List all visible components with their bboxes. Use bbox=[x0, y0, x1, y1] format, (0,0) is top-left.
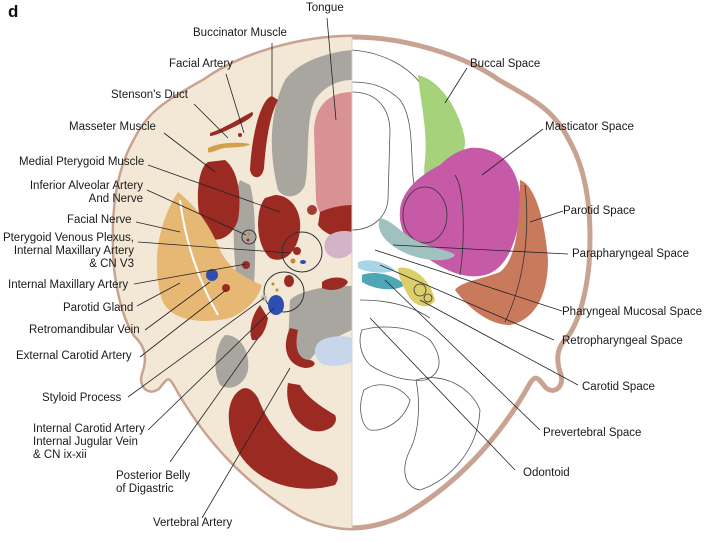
panel-letter: d bbox=[8, 2, 19, 21]
label-line: Inferior Alveolar Artery bbox=[29, 180, 143, 192]
label-styloid-process: Styloid Process bbox=[42, 392, 122, 404]
carotid-space-shape bbox=[398, 267, 435, 307]
label-pterygoid-venous-plexus: Pterygoid Venous Plexus, Internal Maxill… bbox=[3, 232, 134, 271]
label-odontoid: Odontoid bbox=[523, 467, 570, 479]
label-carotid-space: Carotid Space bbox=[582, 381, 655, 393]
label-parotid-space: Parotid Space bbox=[563, 205, 636, 217]
label-inferior-alveolar: Inferior Alveolar Artery And Nerve bbox=[30, 180, 143, 206]
label-line: Internal Carotid Artery bbox=[33, 423, 145, 435]
label-stensons-duct: Stenson's Duct bbox=[111, 89, 188, 101]
label-parotid-gland: Parotid Gland bbox=[63, 302, 134, 314]
stensons-shape bbox=[210, 112, 254, 136]
label-masticator-space: Masticator Space bbox=[545, 121, 634, 133]
label-retromandibular-vein: Retromandibular Vein bbox=[29, 324, 140, 336]
left-anatomy bbox=[114, 37, 352, 528]
label-prevertebral-space: Prevertebral Space bbox=[543, 427, 642, 439]
label-internal-carotid: Internal Carotid Artery Internal Jugular… bbox=[33, 423, 145, 462]
label-vertebral-artery: Vertebral Artery bbox=[153, 517, 233, 529]
label-line: Internal Maxillary Artery bbox=[13, 245, 134, 257]
label-line: Pterygoid Venous Plexus, bbox=[2, 232, 134, 244]
label-line: Posterior Belly bbox=[116, 470, 191, 482]
label-line: & CN V3 bbox=[89, 258, 134, 270]
buccinator-shape bbox=[250, 96, 278, 178]
label-facial-artery: Facial Artery bbox=[169, 58, 233, 70]
retropharyngeal-shape bbox=[362, 273, 405, 290]
label-line: And Nerve bbox=[88, 193, 143, 205]
label-line: & CN ix-xii bbox=[33, 449, 87, 461]
retromandibular-vein-shape bbox=[206, 269, 218, 281]
bone-shape bbox=[271, 50, 352, 197]
label-retropharyngeal-space: Retropharyngeal Space bbox=[562, 335, 683, 347]
label-facial-nerve: Facial Nerve bbox=[67, 214, 132, 226]
masticator-space-shape bbox=[399, 147, 521, 277]
label-tongue: Tongue bbox=[306, 2, 344, 14]
parapharyngeal-space-shape bbox=[378, 218, 455, 261]
masseter-shape bbox=[197, 160, 240, 240]
label-line: of Digastric bbox=[116, 483, 174, 495]
label-medial-pterygoid-muscle: Medial Pterygoid Muscle bbox=[19, 156, 145, 168]
parotid-space-shape bbox=[455, 180, 548, 325]
label-posterior-belly-digastric: Posterior Belly of Digastric bbox=[116, 470, 190, 496]
label-line: Internal Jugular Vein bbox=[33, 436, 138, 448]
vertebral-artery-shape bbox=[285, 328, 315, 368]
label-buccal-space: Buccal Space bbox=[470, 58, 541, 70]
label-parapharyngeal-space: Parapharyngeal Space bbox=[572, 248, 689, 260]
tongue-shape bbox=[314, 92, 352, 230]
pharyngeal-mucosal-shape bbox=[358, 260, 395, 273]
medial-pterygoid-shape bbox=[258, 195, 301, 260]
label-internal-maxillary-artery: Internal Maxillary Artery bbox=[8, 279, 129, 291]
label-pharyngeal-mucosal-space: Pharyngeal Mucosal Space bbox=[562, 306, 702, 318]
right-spaces bbox=[352, 49, 548, 491]
label-buccinator-muscle: Buccinator Muscle bbox=[193, 27, 287, 39]
label-external-carotid-artery: External Carotid Artery bbox=[16, 350, 132, 362]
duct-shape bbox=[208, 142, 250, 153]
label-masseter-muscle: Masseter Muscle bbox=[69, 121, 156, 133]
facial-artery-dot bbox=[238, 133, 242, 137]
leader-lines bbox=[127, 17, 579, 519]
